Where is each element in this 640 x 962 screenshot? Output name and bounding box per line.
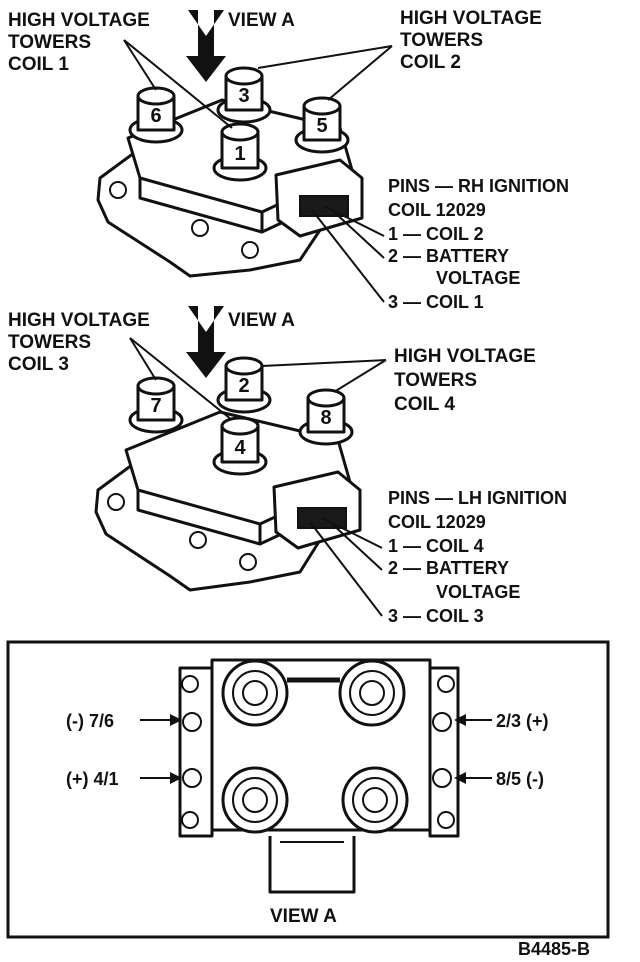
bottom-left-label-line-2: TOWERS: [8, 332, 91, 353]
figure-code: B4485-B: [518, 939, 590, 959]
tower-top-view-lower-right: [341, 766, 409, 834]
bottom-pins-line-5: VOLTAGE: [436, 582, 520, 602]
tower-top-view-lower-left: [221, 766, 289, 834]
tower-5: [294, 96, 350, 154]
top-pins-line-1: PINS — RH IGNITION: [388, 176, 569, 196]
tower-8: [298, 388, 354, 446]
bottom-pins-line-6: 3 — COIL 3: [388, 606, 484, 626]
pin-label-right-bottom: 8/5 (-): [496, 769, 544, 789]
top-pins-line-2: COIL 12029: [388, 200, 486, 220]
tower-number-2: 2: [238, 375, 249, 397]
tower-number-3: 3: [238, 85, 249, 107]
top-left-label-line-1: HIGH VOLTAGE: [8, 10, 150, 31]
bottom-view-a-label: VIEW A: [228, 310, 295, 331]
tower-number-7: 7: [150, 395, 161, 417]
bottom-left-label-line-3: COIL 3: [8, 354, 69, 375]
bottom-left-label-line-1: HIGH VOLTAGE: [8, 310, 150, 331]
tower-number-1: 1: [234, 143, 245, 165]
tower-6: [128, 86, 184, 144]
bottom-pins-line-3: 1 — COIL 4: [388, 536, 484, 556]
bottom-coil-illustration: 7 2 8 4: [94, 356, 362, 592]
tower-number-8: 8: [320, 407, 331, 429]
top-pins-line-5: VOLTAGE: [436, 268, 520, 288]
pin-arrows: [140, 714, 492, 784]
top-right-label-line-1: HIGH VOLTAGE: [400, 8, 542, 29]
bottom-right-label-line-2: TOWERS: [394, 370, 477, 391]
bottom-pins-line-1: PINS — LH IGNITION: [388, 488, 567, 508]
top-left-label-line-3: COIL 1: [8, 54, 69, 75]
bottom-leader-lines: [129, 337, 387, 617]
tower-top-view-upper-right: [338, 659, 406, 727]
top-right-label-line-3: COIL 2: [400, 52, 461, 73]
top-right-label-line-2: TOWERS: [400, 30, 483, 51]
pin-label-left-top: (-) 7/6: [66, 711, 114, 731]
top-pins-line-4: 2 — BATTERY: [388, 246, 509, 266]
pin-label-left-bottom: (+) 4/1: [66, 769, 119, 789]
pin-label-right-top: 2/3 (+): [496, 711, 549, 731]
tower-3: [216, 66, 272, 124]
tower-number-4: 4: [234, 437, 246, 459]
bottom-right-label-line-1: HIGH VOLTAGE: [394, 346, 536, 367]
tower-top-view-upper-left: [221, 659, 289, 727]
bottom-right-label-line-3: COIL 4: [394, 394, 455, 415]
tower-7: [128, 376, 184, 434]
view-a-panel: (-) 7/6 (+) 4/1 2/3 (+) 8/5 (-) VIEW A: [6, 640, 610, 939]
top-view-a-label: VIEW A: [228, 10, 295, 31]
view-arrow-icon: [186, 10, 226, 82]
tower-number-6: 6: [150, 105, 161, 127]
bottom-pins-line-2: COIL 12029: [388, 512, 486, 532]
tower-number-5: 5: [316, 115, 327, 137]
top-coil-illustration: 6 3 5 1: [96, 66, 364, 278]
tower-4: [212, 416, 268, 476]
view-arrow-icon: [186, 306, 226, 378]
top-pins-line-3: 1 — COIL 2: [388, 224, 484, 244]
top-leader-lines: [123, 39, 393, 303]
top-pins-line-6: 3 — COIL 1: [388, 292, 484, 312]
view-a-caption: VIEW A: [270, 906, 337, 927]
bottom-pins-line-4: 2 — BATTERY: [388, 558, 509, 578]
tower-2: [216, 356, 272, 414]
top-left-label-line-2: TOWERS: [8, 32, 91, 53]
